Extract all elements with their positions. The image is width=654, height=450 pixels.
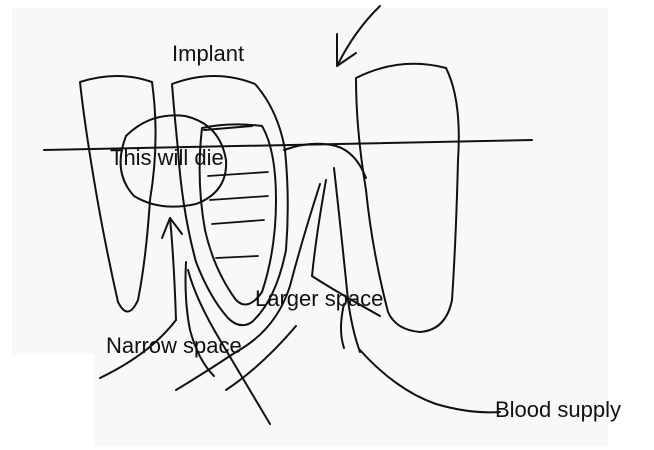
label-implant: Implant [172, 42, 244, 66]
implant-threads [208, 172, 268, 258]
left-tooth-outline [80, 76, 156, 312]
pointer-arrow [337, 6, 380, 66]
label-this-will-die: This will die [110, 146, 224, 170]
gum-contour [284, 144, 366, 178]
label-larger-space: Larger space [255, 287, 383, 311]
label-narrow-space: Narrow space [106, 334, 242, 358]
label-blood-supply: Blood supply [495, 398, 621, 422]
